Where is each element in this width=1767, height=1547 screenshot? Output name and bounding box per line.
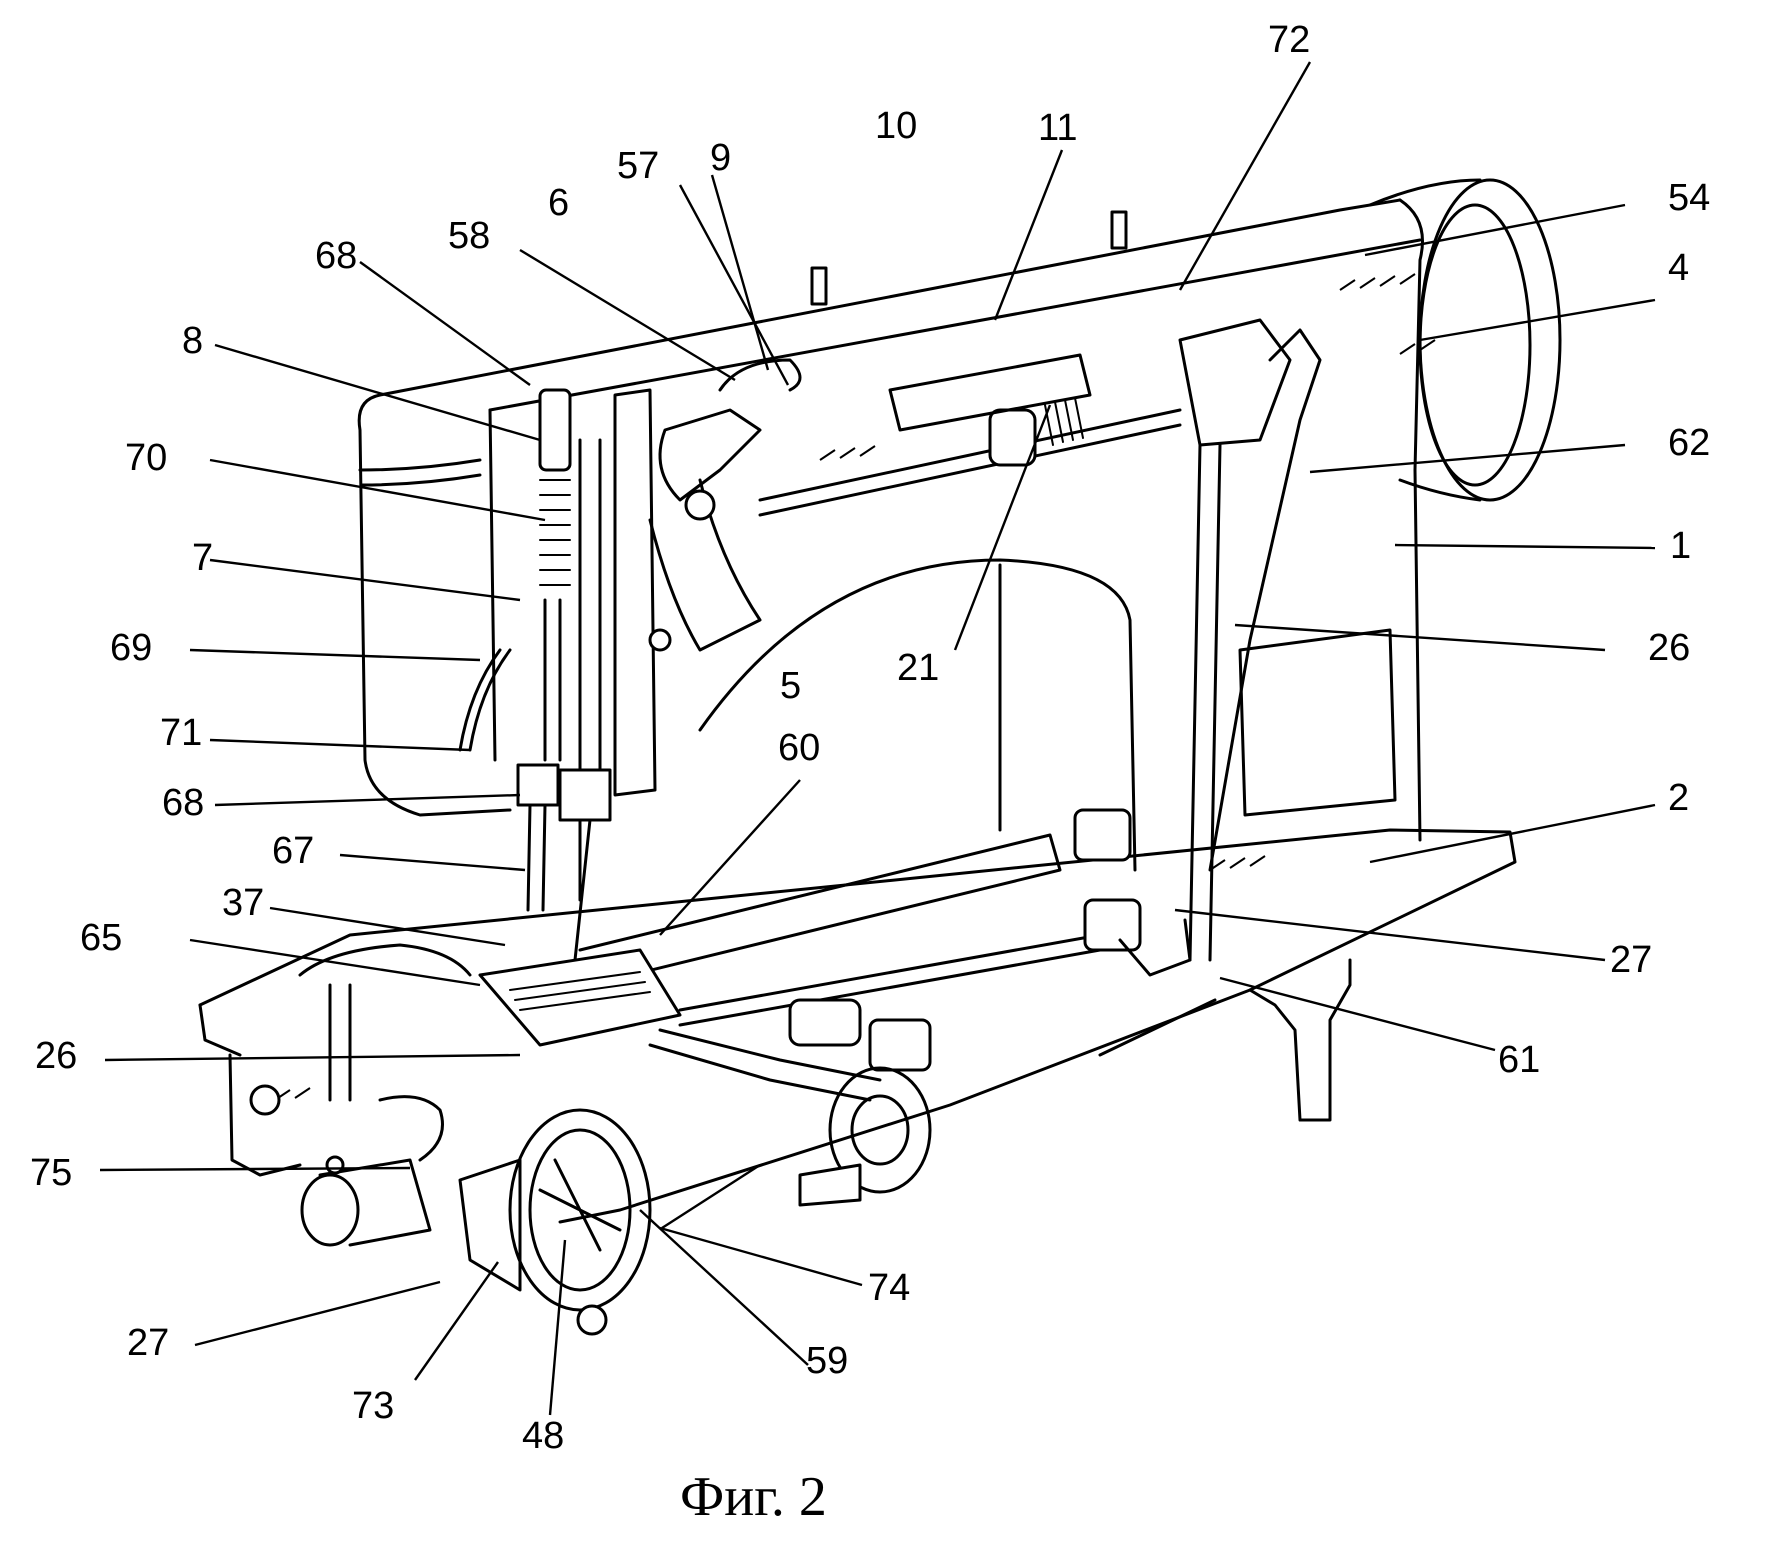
label-27-left: 27 — [127, 1322, 169, 1364]
label-4: 4 — [1668, 247, 1689, 289]
label-1: 1 — [1670, 525, 1691, 567]
label-67: 67 — [272, 830, 314, 872]
label-70: 70 — [125, 437, 167, 479]
label-2: 2 — [1668, 777, 1689, 819]
spool-pins — [810, 210, 1128, 306]
label-59: 59 — [806, 1340, 848, 1382]
needle-head — [458, 358, 802, 962]
label-68-bottom: 68 — [162, 782, 204, 824]
label-26-left: 26 — [35, 1035, 77, 1077]
label-7: 7 — [192, 537, 213, 579]
machine-drawing — [198, 178, 1562, 1336]
label-71: 71 — [160, 712, 202, 754]
label-68-top: 68 — [315, 235, 357, 277]
label-61: 61 — [1498, 1039, 1540, 1081]
label-21: 21 — [897, 647, 939, 689]
figure-caption: Фиг. 2 — [680, 1466, 827, 1528]
label-5: 5 — [780, 665, 801, 707]
label-11: 11 — [1038, 107, 1077, 149]
base-plate — [198, 828, 1517, 1224]
throat-plate — [298, 943, 682, 1102]
label-73: 73 — [352, 1385, 394, 1427]
label-9: 9 — [710, 137, 731, 179]
reference-labels: 1 2 4 5 6 7 8 9 10 11 21 26 26 27 27 37 … — [30, 19, 1710, 1457]
label-6: 6 — [548, 182, 569, 224]
machine-arm — [274, 198, 1436, 1101]
label-37: 37 — [222, 882, 264, 924]
label-62: 62 — [1668, 422, 1710, 464]
bobbin-area — [249, 1084, 444, 1247]
label-65: 65 — [80, 917, 122, 959]
rotary-hook — [458, 1108, 652, 1336]
label-54: 54 — [1668, 177, 1710, 219]
label-10: 10 — [875, 105, 917, 147]
feed-mechanism — [648, 998, 932, 1207]
label-74: 74 — [868, 1267, 910, 1309]
lower-shafts — [578, 808, 1192, 1027]
label-58: 58 — [448, 215, 490, 257]
label-75: 75 — [30, 1152, 72, 1194]
leader-lines — [99, 61, 1656, 1416]
label-72: 72 — [1268, 19, 1310, 61]
label-48: 48 — [522, 1415, 564, 1457]
upper-shaft — [758, 318, 1322, 962]
label-8: 8 — [182, 320, 203, 362]
label-27-right: 27 — [1610, 939, 1652, 981]
label-26-right: 26 — [1648, 627, 1690, 669]
label-69: 69 — [110, 627, 152, 669]
label-57: 57 — [617, 145, 659, 187]
label-60: 60 — [778, 727, 820, 769]
